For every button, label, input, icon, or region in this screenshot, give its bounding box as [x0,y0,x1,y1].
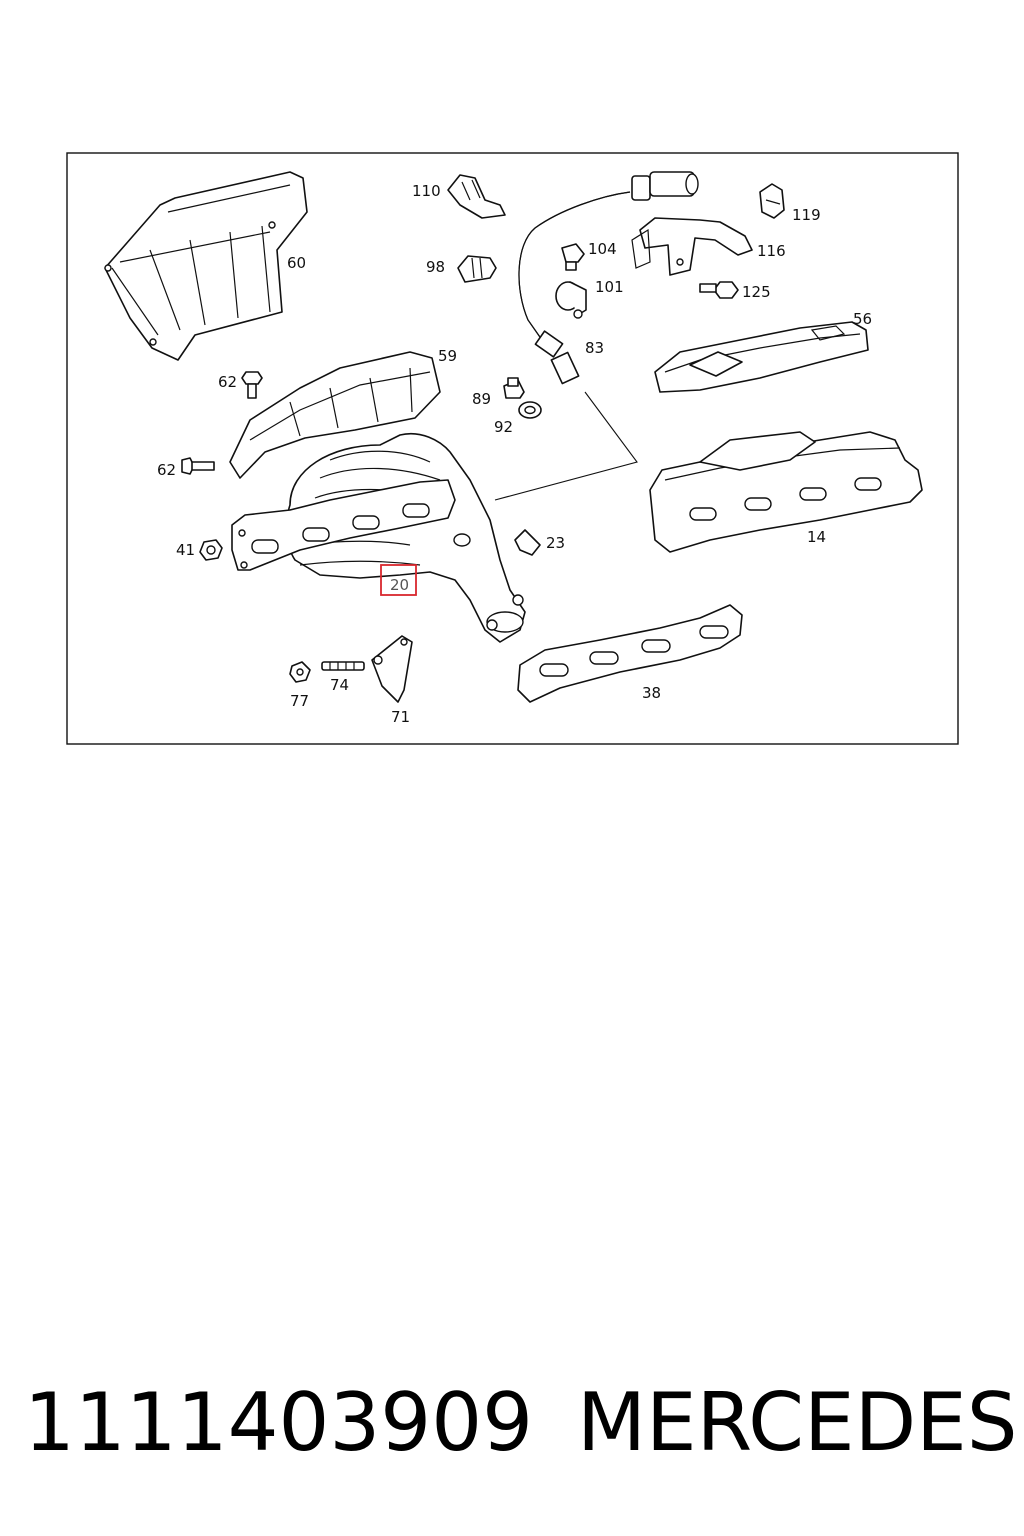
exhaust-manifold-part-14 [649,431,923,553]
highlight-box-20 [380,564,417,596]
callout-14: 14 [807,528,826,546]
callout-60: 60 [287,254,306,272]
exhaust-manifold-part-20 [285,433,526,643]
heat-shield-part-59 [229,351,441,479]
bracket-part-116 [631,217,753,276]
part-number: 1111403909 [24,1376,533,1469]
bolt-part-125 [699,281,739,299]
brand-name: MERCEDES [577,1376,1018,1469]
bolt-part-62-lower [181,457,215,475]
callout-20: 20 [390,576,409,594]
bracket-part-71 [371,635,413,703]
callout-56: 56 [853,310,872,328]
stud-part-74 [321,661,365,671]
clip-part-104 [561,243,585,271]
callout-83: 83 [585,339,604,357]
callout-110: 110 [412,182,441,200]
callout-98: 98 [426,258,445,276]
callout-119: 119 [792,206,821,224]
clip-part-110 [447,174,506,219]
footer: 1111403909 MERCEDES [24,1368,1018,1478]
nut-part-41 [199,539,223,561]
bolt-part-62-upper [241,371,263,399]
callout-41: 41 [176,541,195,559]
callout-38: 38 [642,684,661,702]
clamp-part-101 [555,281,587,319]
callout-62-upper: 62 [218,373,237,391]
cover-part-56 [654,321,869,393]
callout-71: 71 [391,708,410,726]
gasket-part-38 [517,604,743,703]
callout-104: 104 [588,240,617,258]
callout-74: 74 [330,676,349,694]
clip-part-119 [759,183,785,219]
clip-part-98 [457,255,497,283]
callout-59: 59 [438,347,457,365]
callout-23: 23 [546,534,565,552]
manifold-flange [231,479,456,571]
callout-101: 101 [595,278,624,296]
callout-92: 92 [494,418,513,436]
fitting-part-89 [503,377,525,399]
callout-116: 116 [757,242,786,260]
oxygen-sensor-part-83 [494,171,699,501]
heat-shield-part-60 [104,171,308,361]
diagram-frame [66,152,959,745]
callout-77: 77 [290,692,309,710]
clip-part-23 [514,529,541,556]
callout-62-lower: 62 [157,461,176,479]
nut-part-77 [289,661,311,683]
callout-89: 89 [472,390,491,408]
washer-part-92 [518,401,542,419]
callout-125: 125 [742,283,771,301]
